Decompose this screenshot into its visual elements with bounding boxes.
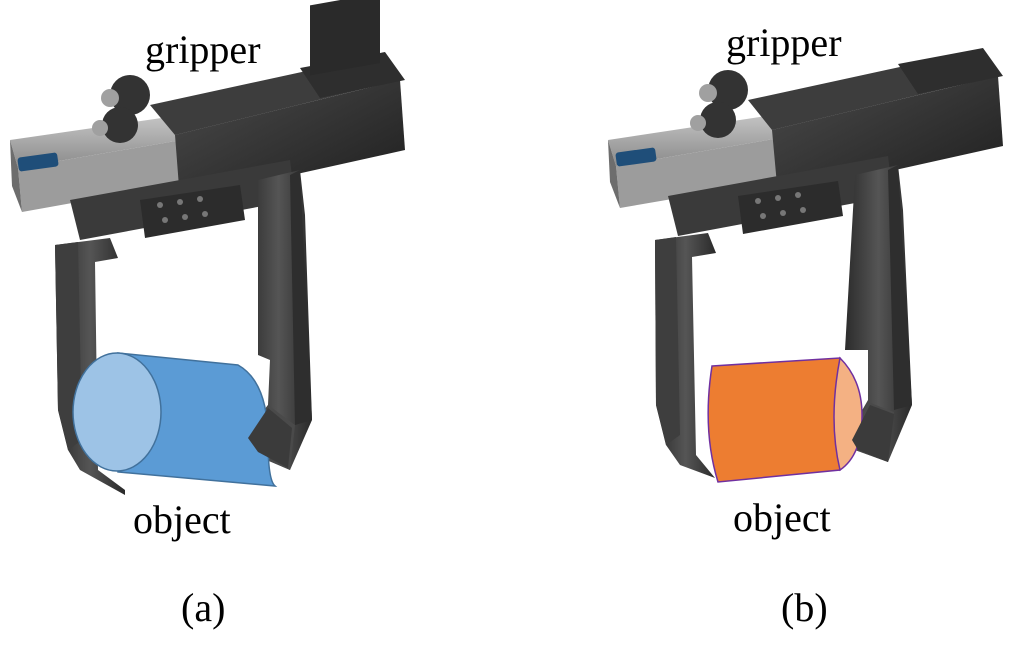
gripper-body	[10, 0, 405, 240]
panel-a-gripper-label: gripper	[145, 27, 261, 72]
gripper-body	[608, 48, 1003, 236]
schunk-logo	[17, 152, 59, 172]
object-cylinder	[707, 356, 863, 483]
panel-a-object-label: object	[133, 497, 231, 542]
panel-b-gripper-label: gripper	[726, 20, 842, 65]
panel-b-illustration	[608, 48, 1003, 483]
left-finger	[655, 233, 716, 478]
schunk-logo	[615, 147, 657, 167]
panel-b-caption: (b)	[781, 585, 828, 630]
panel-a-caption: (a)	[181, 585, 226, 630]
object-cylinder	[72, 352, 278, 487]
panel-a-illustration	[10, 0, 405, 495]
panel-b-object-label: object	[733, 495, 831, 540]
